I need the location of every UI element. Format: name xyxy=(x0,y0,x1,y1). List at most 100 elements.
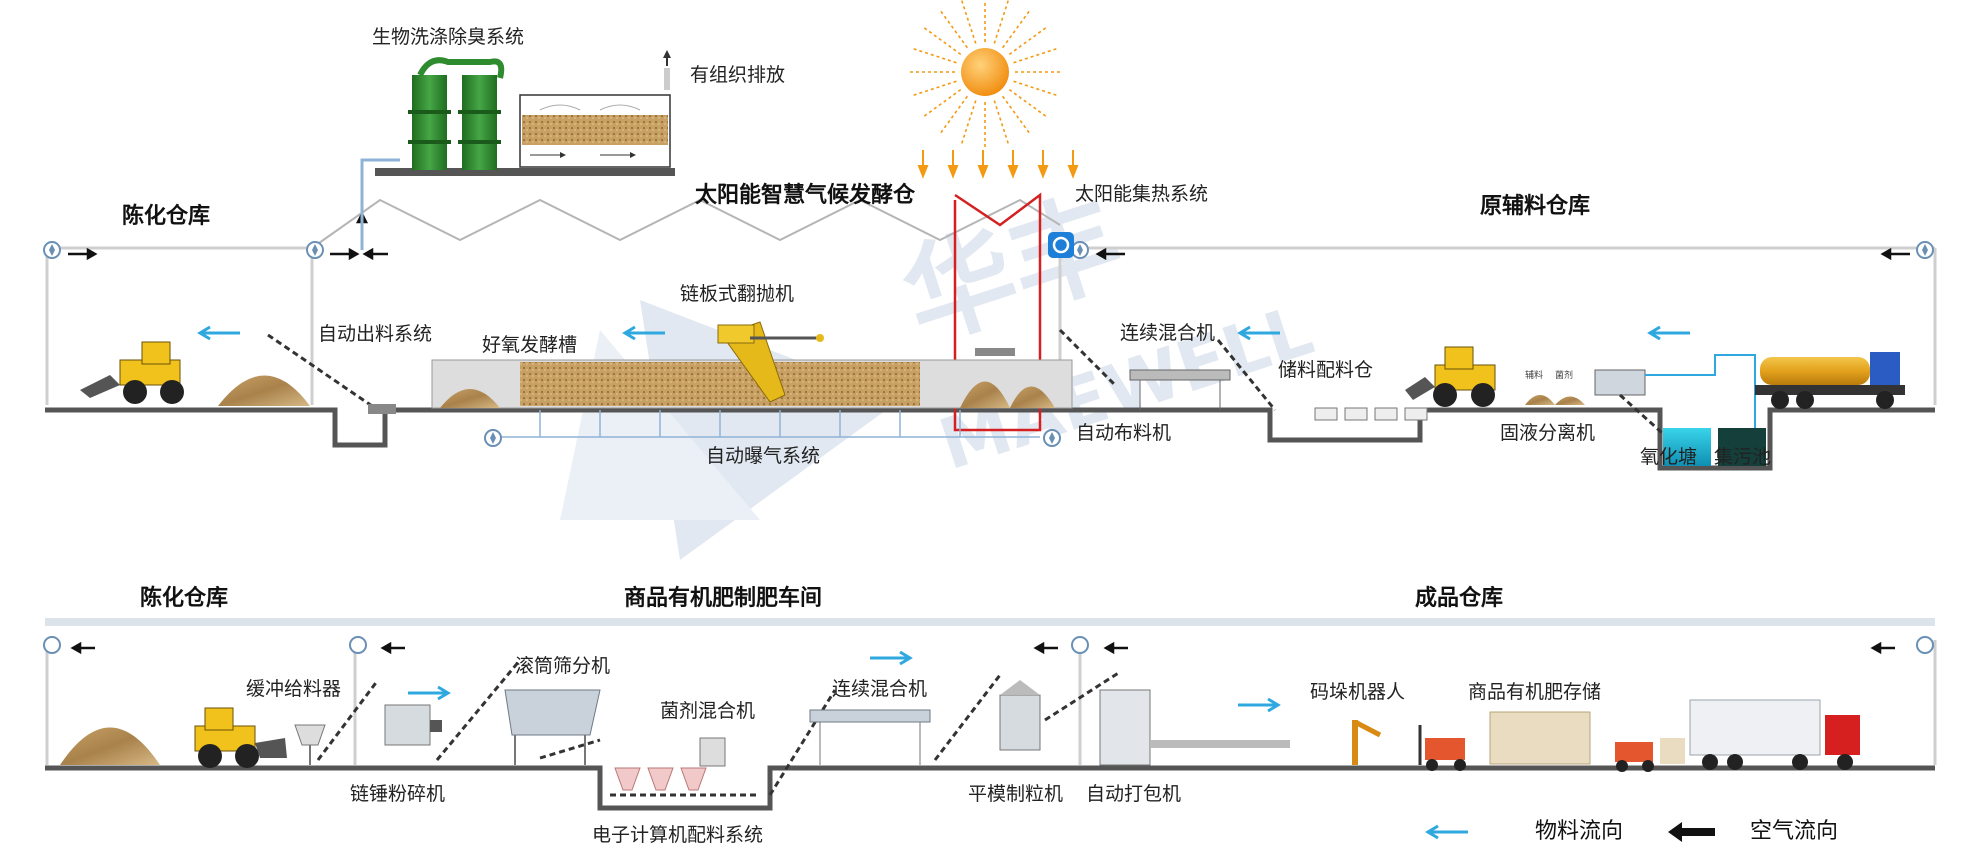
sun-ray xyxy=(961,100,977,144)
label-computer-batching: 电子计算机配料系统 xyxy=(592,824,764,846)
sun-icon xyxy=(910,0,1079,179)
air-flow-arrows-bottom xyxy=(70,641,1895,655)
fan-icon xyxy=(43,636,61,654)
tiny-tag-2: 菌剂 xyxy=(1555,369,1573,381)
fan-icon xyxy=(1071,636,1089,654)
label-bacteria-mixer: 菌剂混合机 xyxy=(660,700,756,722)
compost-pile xyxy=(218,375,310,406)
distribution-conveyor xyxy=(1058,328,1117,387)
label-product-storage: 商品有机肥存储 xyxy=(1468,681,1602,703)
chain-plate-turner xyxy=(717,321,824,403)
tiny-tag-1: 辅料 xyxy=(1525,369,1543,381)
label-continuous-mixer-top: 连续混合机 xyxy=(1120,322,1216,344)
fan-icon xyxy=(1916,241,1934,259)
title-left-warehouse-top: 陈化仓库 xyxy=(122,204,211,229)
label-auto-discharge: 自动出料系统 xyxy=(318,323,433,345)
bio-wash-towers xyxy=(375,57,675,176)
label-solar-heat: 太阳能集热系统 xyxy=(1075,183,1209,205)
label-flat-die-granulator: 平模制粒机 xyxy=(968,783,1064,805)
label-turner: 链板式翻抛机 xyxy=(680,283,795,305)
sun-ray xyxy=(1001,95,1030,134)
fan-icon xyxy=(1916,636,1934,654)
sun-ray xyxy=(923,88,962,117)
exhaust-stack xyxy=(663,50,671,90)
fan-icon xyxy=(43,241,61,259)
loader-icon xyxy=(194,707,287,768)
drum-screen xyxy=(504,689,601,765)
label-bio-wash: 生物洗涤除臭系统 xyxy=(372,26,525,48)
svg-text:O: O xyxy=(1057,249,1058,251)
sun-ray xyxy=(940,95,969,134)
exhaust-duct xyxy=(360,158,400,250)
top-building xyxy=(45,198,1937,471)
sun-ray xyxy=(1001,10,1030,49)
compost-pile xyxy=(60,727,160,765)
legend-air-arrow xyxy=(1668,822,1715,842)
label-storage-bin: 储料配料仓 xyxy=(1278,359,1374,381)
legend-material-flow: 物料流向 xyxy=(1535,819,1624,844)
buffer-feeder xyxy=(294,724,326,765)
sun-ray xyxy=(993,0,1009,44)
chain-crusher xyxy=(384,704,442,746)
sun-ray xyxy=(1013,48,1057,64)
palletizing-robot-icon xyxy=(1352,719,1382,765)
sun-ray xyxy=(913,48,957,64)
auto-packing-machine xyxy=(1099,689,1290,766)
continuous-mixer-bottom xyxy=(809,709,931,765)
fan-icon xyxy=(1071,241,1089,259)
forklift-icon xyxy=(1418,725,1466,771)
fan-icon xyxy=(306,241,324,259)
fertilizer-bag-stack xyxy=(1489,711,1591,765)
label-chain-crusher: 链锤粉碎机 xyxy=(350,783,446,805)
solid-liquid-separator xyxy=(1594,354,1756,442)
sun-ray xyxy=(993,100,1009,144)
material-flow-arrows-bottom xyxy=(408,650,1281,713)
continuous-mixer-top xyxy=(1129,369,1231,410)
label-drum-screen: 滚筒筛分机 xyxy=(515,655,611,677)
fan-icon xyxy=(349,636,367,654)
label-auto-distribution: 自动布料机 xyxy=(1076,422,1172,444)
material-flow-arrows-top xyxy=(197,325,1690,341)
fan-icon xyxy=(1043,429,1061,447)
title-center-fermentation: 太阳能智慧气候发酵仓 xyxy=(695,183,916,208)
label-buffer-feeder: 缓冲给料器 xyxy=(246,678,342,700)
sun-ray xyxy=(940,10,969,49)
legend-air-flow: 空气流向 xyxy=(1750,819,1839,844)
legend-material-arrow xyxy=(1425,824,1468,840)
label-continuous-mixer-bottom: 连续混合机 xyxy=(832,678,928,700)
sun-ray xyxy=(1013,80,1057,96)
o2-icon: O xyxy=(1048,232,1074,258)
label-separator: 固液分离机 xyxy=(1500,422,1596,444)
label-aeration: 自动曝气系统 xyxy=(706,445,821,467)
loader-icon xyxy=(80,341,184,404)
label-exhaust: 有组织排放 xyxy=(690,64,786,86)
forklift-icon xyxy=(1615,738,1685,772)
sun-ray xyxy=(961,0,977,44)
storage-bins xyxy=(1314,407,1428,421)
label-aerobic-tank: 好氧发酵槽 xyxy=(482,334,578,356)
discharge-conveyor xyxy=(267,333,379,412)
title-workshop: 商品有机肥制肥车间 xyxy=(624,586,823,611)
container-truck-icon xyxy=(1689,699,1860,770)
label-auto-packing: 自动打包机 xyxy=(1086,783,1182,805)
label-sewage-pool: 集污池 xyxy=(1714,446,1772,468)
sun-ray xyxy=(913,80,957,96)
incline-conveyor xyxy=(316,679,380,761)
loader-icon xyxy=(1405,346,1496,407)
fan-icon xyxy=(484,429,502,447)
sun-ray xyxy=(923,27,962,56)
aeration-pipes xyxy=(490,410,1040,438)
sun-ray xyxy=(1008,88,1047,117)
title-left-warehouse-bottom: 陈化仓库 xyxy=(140,586,229,611)
bottom-building xyxy=(45,618,1937,811)
oxidation-pond xyxy=(1663,428,1711,466)
bacteria-mixer xyxy=(699,737,726,767)
title-product-warehouse: 成品仓库 xyxy=(1415,586,1504,611)
title-right-warehouse: 原辅料仓库 xyxy=(1480,194,1591,219)
sewage-pool xyxy=(1718,428,1766,466)
label-oxidation-pond: 氧化塘 xyxy=(1640,446,1698,468)
flat-die-granulator xyxy=(999,680,1041,751)
label-palletizing-robot: 码垛机器人 xyxy=(1310,681,1406,703)
